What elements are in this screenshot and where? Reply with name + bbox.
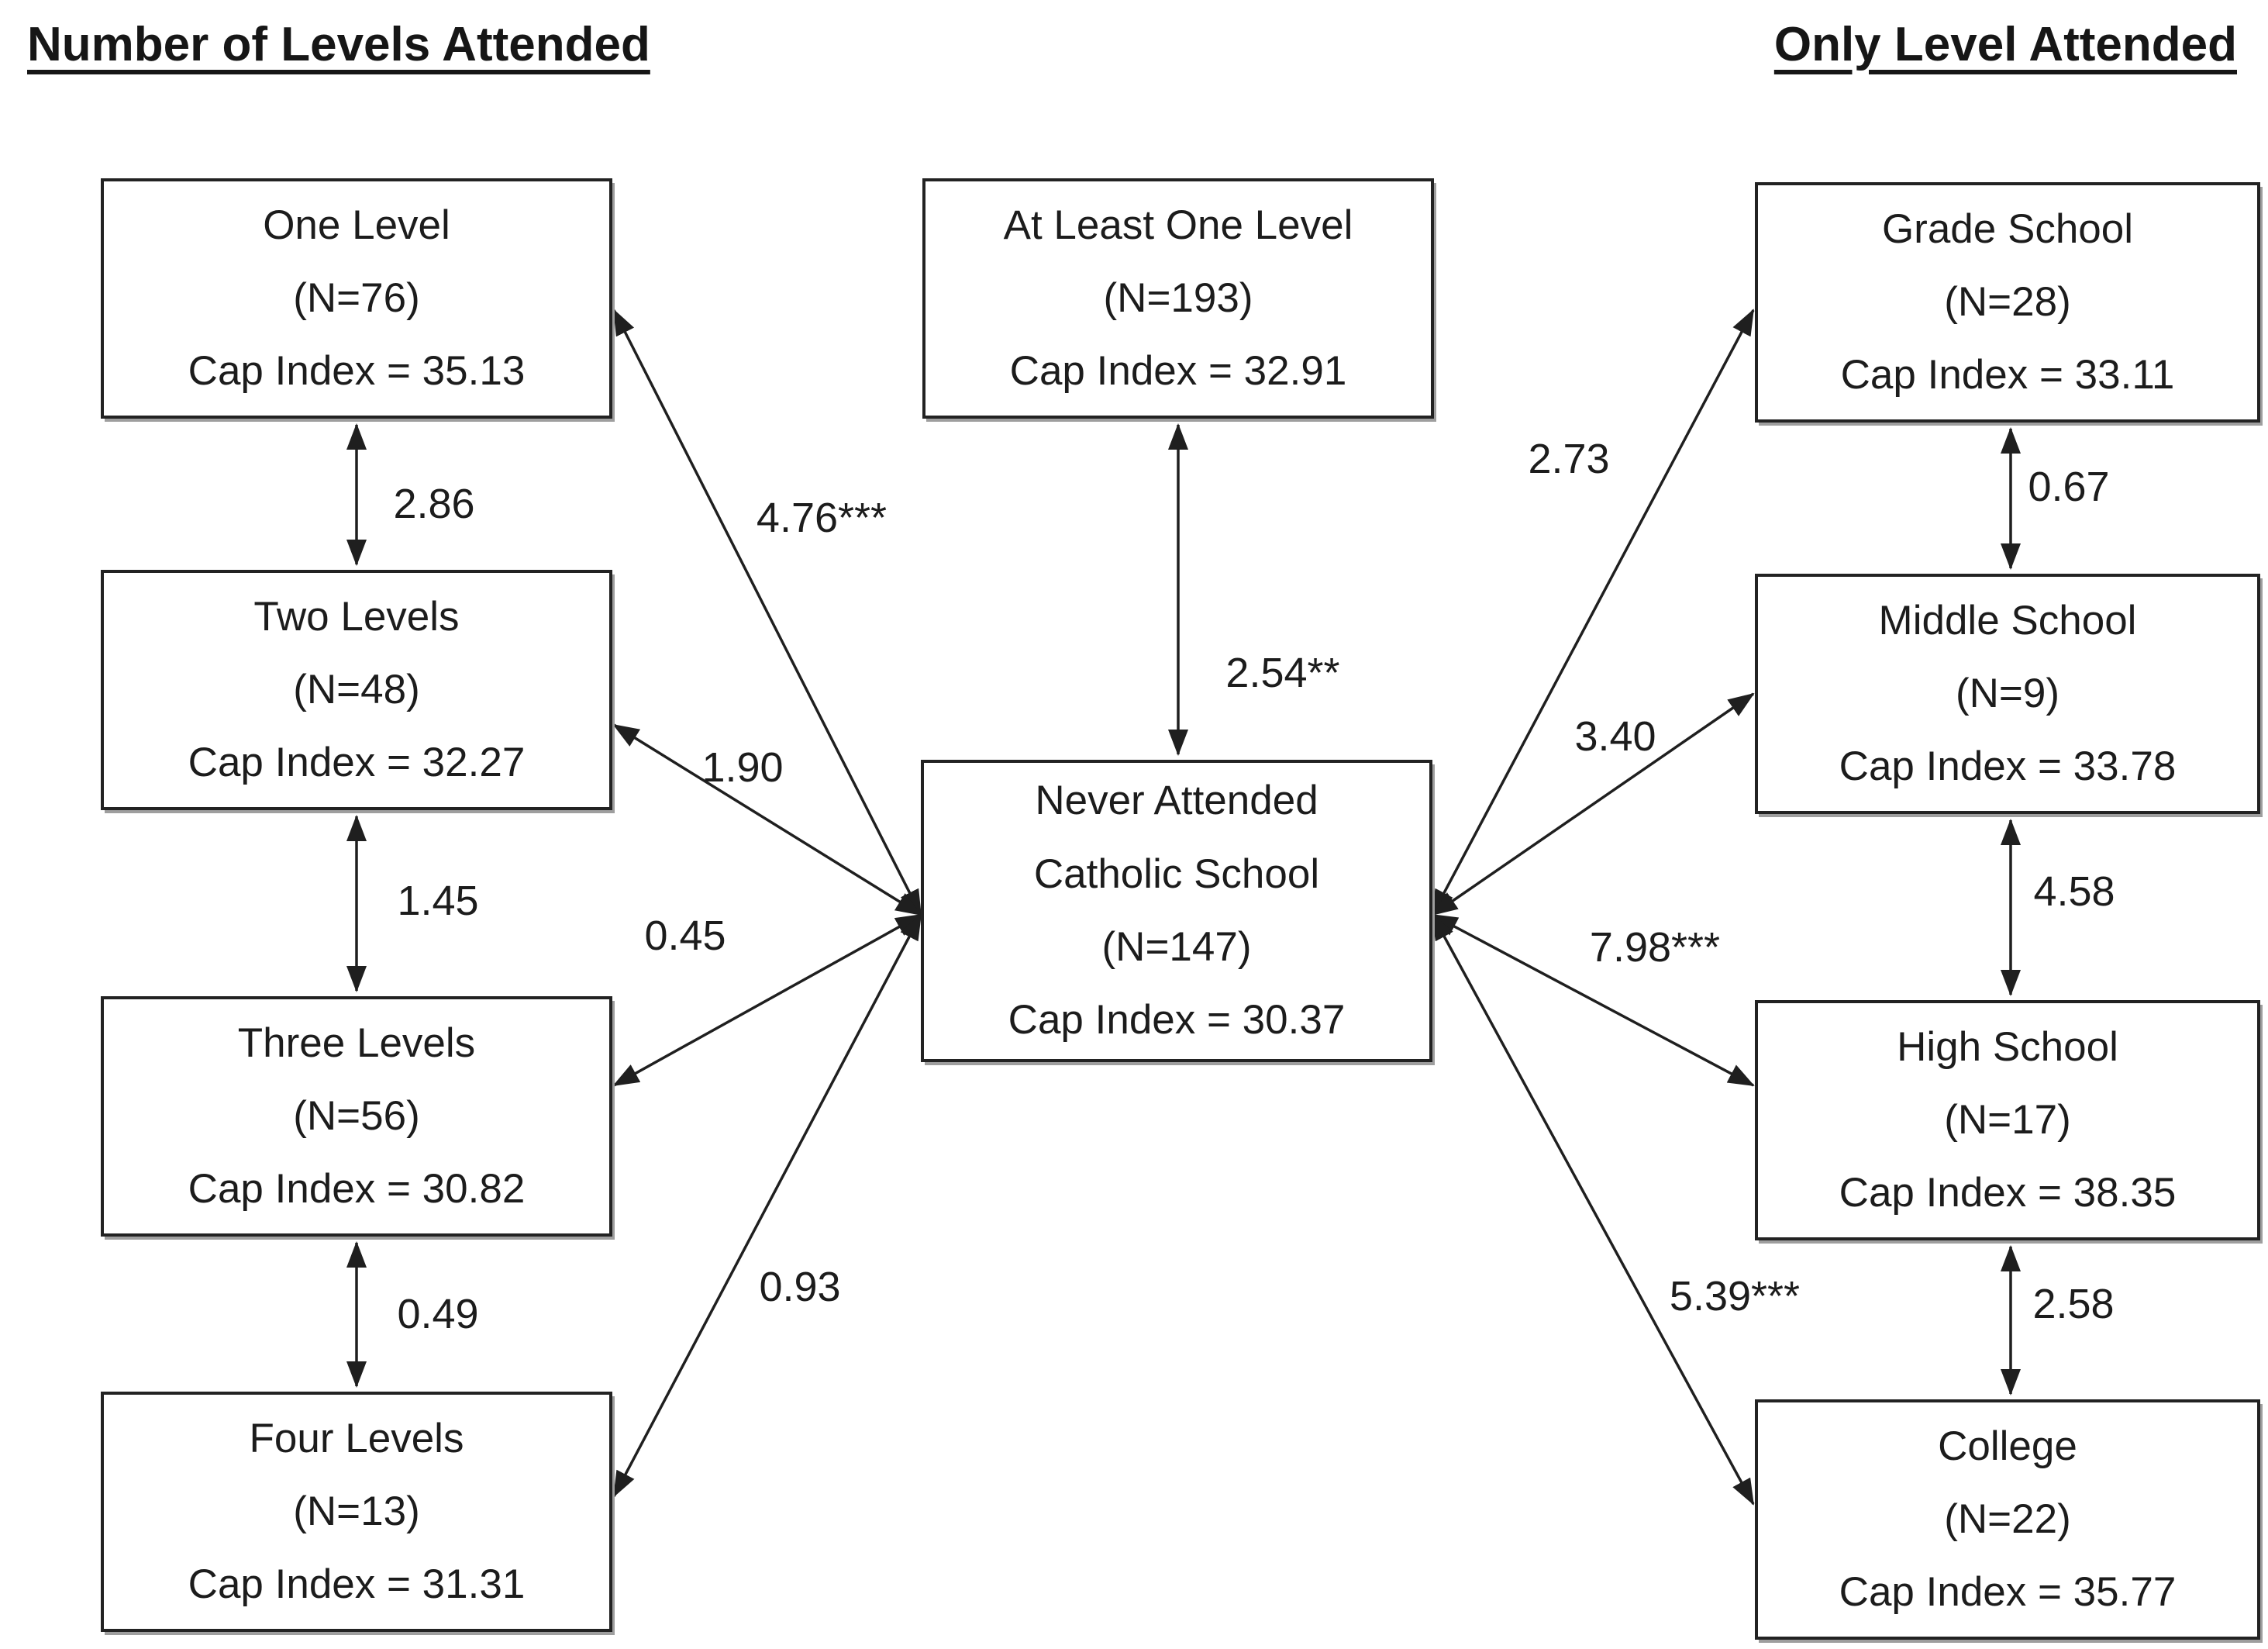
node-title: At Least One Level (1003, 202, 1353, 248)
edge-label-center-college: 5.39*** (1669, 1273, 1801, 1320)
edge-label-center-grade: 2.73 (1528, 436, 1610, 482)
arrow-center-one (612, 309, 922, 916)
node-n: (N=76) (293, 274, 420, 321)
node-n: (N=56) (293, 1092, 420, 1139)
node-cap-index: Cap Index = 35.77 (1839, 1569, 2177, 1616)
node-high-school: High School (N=17) Cap Index = 38.35 (1755, 1000, 2260, 1240)
node-never-attended: Never Attended Catholic School (N=147) C… (921, 760, 1432, 1062)
arrow-center-middle (1431, 692, 1755, 916)
node-college: College (N=22) Cap Index = 35.77 (1755, 1399, 2260, 1640)
header-only-level: Only Level Attended (1773, 18, 2237, 71)
node-two-levels: Two Levels (N=48) Cap Index = 32.27 (101, 570, 612, 810)
node-cap-index: Cap Index = 31.31 (188, 1561, 526, 1608)
edge-label-center-atleast: 2.54** (1225, 650, 1340, 696)
node-cap-index: Cap Index = 35.13 (188, 348, 526, 395)
edge-label-one-two: 2.86 (393, 481, 475, 527)
node-title: College (1938, 1423, 2077, 1469)
node-cap-index: Cap Index = 33.11 (1840, 352, 2175, 398)
edge-label-two-three: 1.45 (397, 878, 479, 924)
node-title: Four Levels (249, 1415, 464, 1461)
node-title: One Level (263, 202, 450, 248)
node-n: (N=22) (1944, 1495, 2071, 1542)
node-grade-school: Grade School (N=28) Cap Index = 33.11 (1755, 182, 2260, 423)
edge-label-grade-middle: 0.67 (2028, 464, 2110, 510)
node-n: (N=28) (1944, 278, 2071, 325)
edge-label-center-middle: 3.40 (1574, 713, 1656, 760)
node-n: (N=9) (1955, 670, 2059, 716)
edge-label-high-college: 2.58 (2032, 1281, 2115, 1327)
header-number-of-levels: Number of Levels Attended (27, 18, 650, 71)
node-n: (N=48) (293, 666, 420, 712)
node-cap-index: Cap Index = 32.27 (188, 740, 526, 786)
node-at-least-one-level: At Least One Level (N=193) Cap Index = 3… (922, 178, 1434, 419)
arrow-center-college (1431, 913, 1755, 1506)
edge-label-middle-high: 4.58 (2033, 868, 2115, 915)
edge-label-center-one: 4.76*** (756, 495, 888, 541)
node-three-levels: Three Levels (N=56) Cap Index = 30.82 (101, 996, 612, 1237)
arrow-center-four (612, 913, 922, 1498)
node-n: (N=147) (1101, 924, 1252, 970)
node-cap-index: Cap Index = 30.82 (188, 1166, 526, 1213)
arrow-center-two (612, 723, 922, 916)
node-title: Three Levels (237, 1019, 476, 1066)
arrow-center-grade (1431, 309, 1755, 916)
edge-label-center-two: 1.90 (701, 744, 784, 791)
node-title: Middle School (1878, 597, 2137, 643)
edge-label-center-three: 0.45 (644, 912, 726, 959)
node-title: Grade School (1881, 205, 2134, 252)
node-n: (N=17) (1944, 1096, 2071, 1143)
node-cap-index: Cap Index = 32.91 (1009, 348, 1347, 395)
node-title: High School (1897, 1023, 2118, 1070)
node-title: Never Attended (1035, 778, 1318, 824)
node-cap-index: Cap Index = 33.78 (1839, 743, 2177, 790)
node-title-2: Catholic School (1033, 850, 1320, 897)
node-n: (N=193) (1103, 274, 1253, 321)
node-n: (N=13) (293, 1488, 420, 1534)
edge-label-three-four: 0.49 (397, 1291, 479, 1337)
node-four-levels: Four Levels (N=13) Cap Index = 31.31 (101, 1392, 612, 1632)
node-cap-index: Cap Index = 38.35 (1839, 1170, 2177, 1216)
edge-label-center-four: 0.93 (759, 1264, 841, 1310)
node-middle-school: Middle School (N=9) Cap Index = 33.78 (1755, 574, 2260, 814)
node-title: Two Levels (253, 593, 460, 640)
edge-label-center-high: 7.98*** (1589, 924, 1721, 971)
node-cap-index: Cap Index = 30.37 (1008, 997, 1346, 1044)
node-one-level: One Level (N=76) Cap Index = 35.13 (101, 178, 612, 419)
